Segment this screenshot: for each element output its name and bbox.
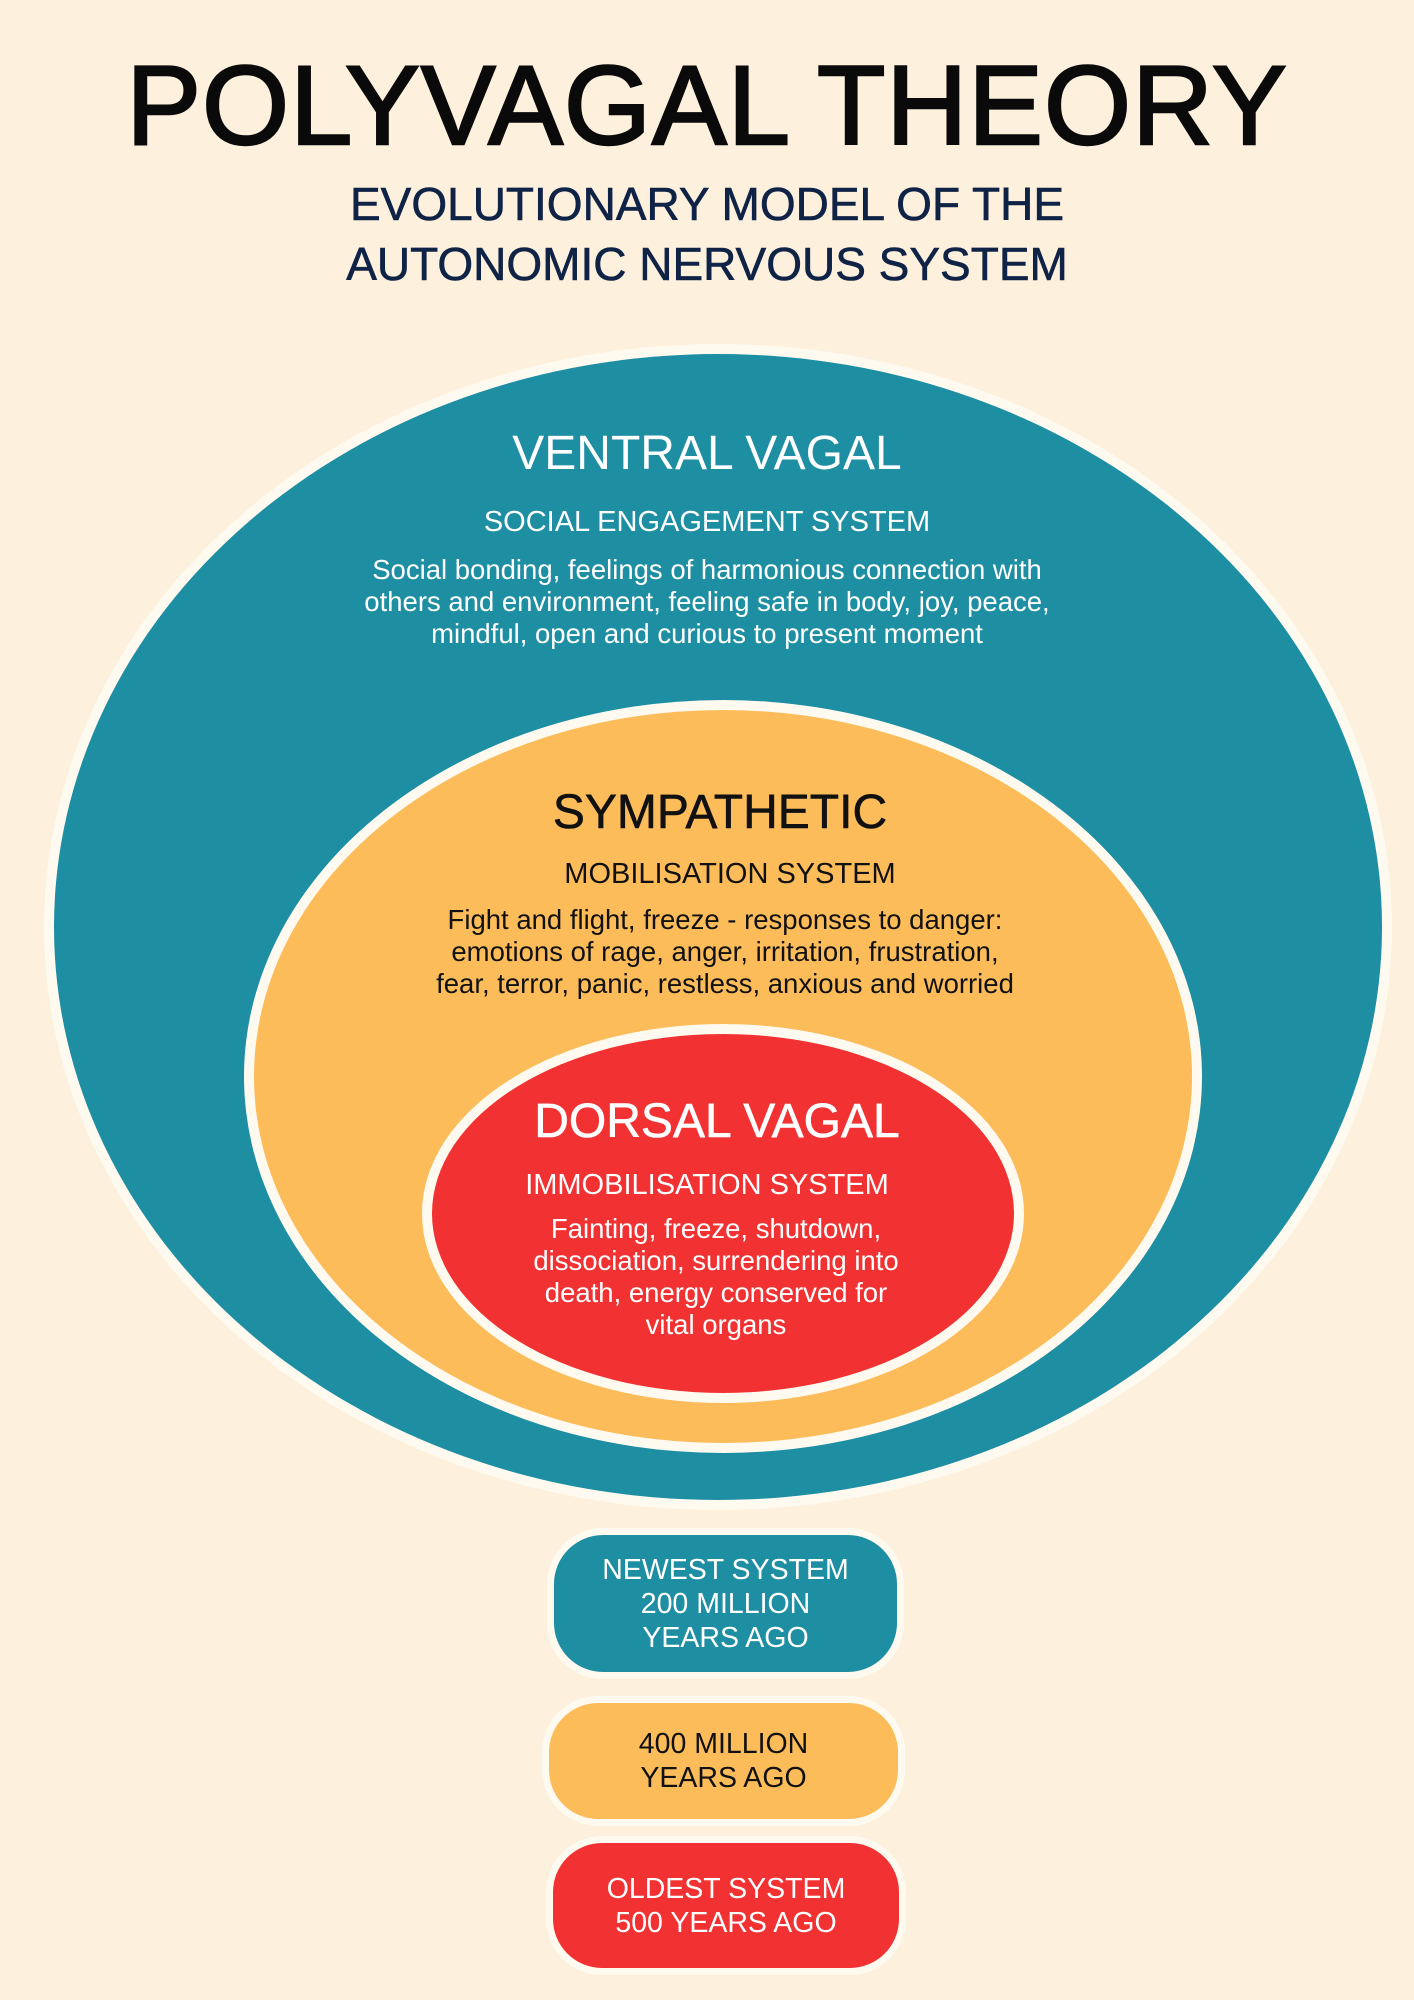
dorsal-vagal-description: Fainting, freeze, shutdown, dissociation… [266,1213,1166,1341]
sympathetic-desc-line-3: fear, terror, panic, restless, anxious a… [436,968,1014,999]
ventral-desc-line-2: others and environment, feeling safe in … [364,586,1050,617]
timeline-newest-line-3: YEARS AGO [642,1621,809,1654]
timeline-newest-line-2: 200 MILLION [640,1587,811,1620]
dorsal-vagal-ellipse [422,1024,1024,1403]
timeline-pill-middle: 400 MILLION YEARS AGO [542,1696,905,1826]
page-title: POLYVAGAL THEORY [125,43,1288,168]
sympathetic-description: Fight and flight, freeze - responses to … [275,904,1175,1000]
sympathetic-title: SYMPATHETIC [552,786,888,840]
ventral-desc-line-3: mindful, open and curious to present mom… [431,618,983,649]
dorsal-vagal-title: DORSAL VAGAL [534,1095,900,1149]
sympathetic-desc-line-2: emotions of rage, anger, irritation, fru… [451,936,999,967]
timeline-middle-line-1: 400 MILLION [638,1728,809,1760]
timeline-oldest-line-2: 500 YEARS AGO [615,1906,837,1939]
timeline-pill-newest: NEWEST SYSTEM 200 MILLION YEARS AGO [547,1528,904,1679]
ventral-vagal-description: Social bonding, feelings of harmonious c… [257,554,1157,650]
sympathetic-desc-line-1: Fight and flight, freeze - responses to … [447,904,1003,935]
sympathetic-system: MOBILISATION SYSTEM [564,858,896,890]
ventral-vagal-title: VENTRAL VAGAL [512,427,902,480]
ventral-desc-line-1: Social bonding, feelings of harmonious c… [372,554,1042,585]
dorsal-desc-line-4: vital organs [645,1309,787,1340]
ventral-vagal-system: SOCIAL ENGAGEMENT SYSTEM [483,506,931,538]
dorsal-desc-line-2: dissociation, surrendering into [533,1245,899,1276]
timeline-pill-oldest: OLDEST SYSTEM 500 YEARS AGO [546,1836,906,1975]
dorsal-desc-line-3: death, energy conserved for [544,1277,888,1308]
dorsal-desc-line-1: Fainting, freeze, shutdown, [550,1213,882,1244]
subtitle-line-2: AUTONOMIC NERVOUS SYSTEM [346,238,1068,291]
page-subtitle: EVOLUTIONARY MODEL OF THE AUTONOMIC NERV… [0,174,1414,294]
subtitle-line-1: EVOLUTIONARY MODEL OF THE [349,178,1065,231]
timeline-newest-line-1: NEWEST SYSTEM [602,1553,849,1586]
dorsal-vagal-system: IMMOBILISATION SYSTEM [525,1169,889,1201]
timeline-middle-line-2: YEARS AGO [640,1762,807,1794]
timeline-oldest-line-1: OLDEST SYSTEM [606,1872,846,1905]
